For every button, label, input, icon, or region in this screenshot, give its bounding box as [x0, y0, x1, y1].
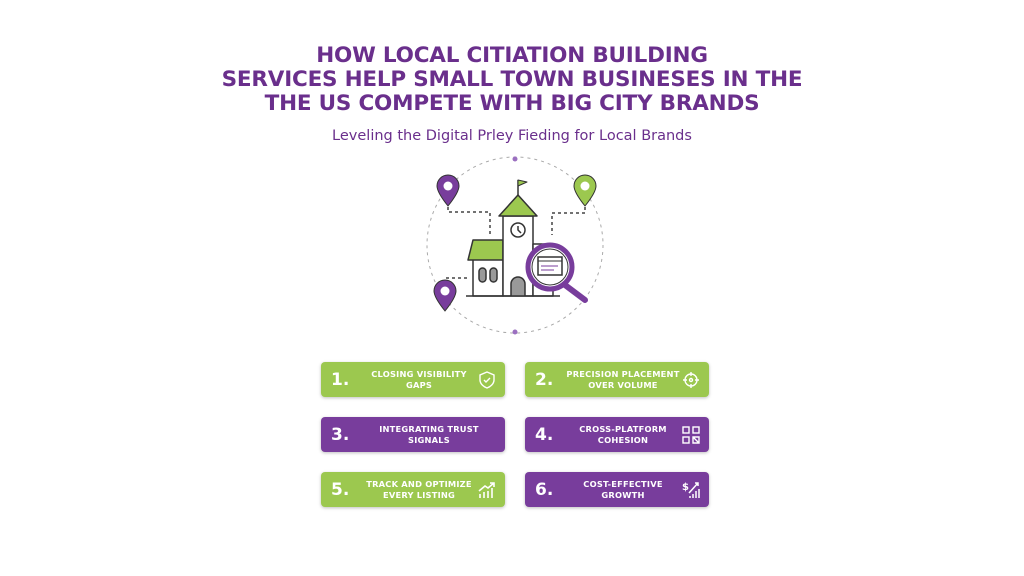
card-number: 2. — [535, 369, 554, 390]
card-cross-platform-cohesion: 4. Cross-Platform Cohesion — [525, 417, 709, 452]
card-label: Precision Placement Over Volume — [566, 368, 680, 390]
location-pin-icon — [436, 174, 460, 207]
card-label: Cost-Effective Growth — [583, 478, 663, 500]
card-number: 4. — [535, 424, 554, 445]
location-pin-icon — [433, 279, 457, 312]
card-precision-placement: 2. Precision Placement Over Volume — [525, 362, 709, 397]
growth-chart-icon — [477, 480, 497, 500]
location-pin-icon — [573, 174, 597, 207]
card-cost-effective-growth: 6. Cost-Effective Growth $ — [525, 472, 709, 507]
card-number: 6. — [535, 479, 554, 500]
card-number: 3. — [331, 424, 350, 445]
card-number: 5. — [331, 479, 350, 500]
dollar-growth-icon: $ — [681, 480, 701, 500]
svg-text:$: $ — [682, 482, 689, 493]
card-label: Cross-Platform Cohesion — [579, 423, 667, 445]
subtitle: Leveling the Digital Prley Fieding for L… — [332, 128, 692, 144]
title-line: HOW LOCAL CITIATION BUILDING — [316, 43, 708, 68]
page-title: HOW LOCAL CITIATION BUILDING SERVICES HE… — [0, 44, 1024, 116]
card-integrating-trust-signals: 3. Integrating Trust Signals — [321, 417, 505, 452]
card-closing-visibility-gaps: 1. Closing Visibility Gaps — [321, 362, 505, 397]
card-number: 1. — [331, 369, 350, 390]
magnifier-icon — [525, 242, 588, 303]
card-label: Closing Visibility Gaps — [371, 368, 467, 390]
title-line: SERVICES HELP SMALL TOWN BUSINESES IN TH… — [221, 67, 803, 92]
title-line: THE US COMPETE WITH BIG CITY BRANDS — [264, 91, 760, 116]
card-track-and-optimize: 5. Track and Optimize Every Listing — [321, 472, 505, 507]
crosshair-icon — [681, 370, 701, 390]
shield-check-icon — [477, 370, 497, 390]
card-label: Track and Optimize Every Listing — [366, 478, 472, 500]
card-label: Integrating Trust Signals — [379, 423, 479, 445]
grid-icon — [681, 425, 701, 445]
